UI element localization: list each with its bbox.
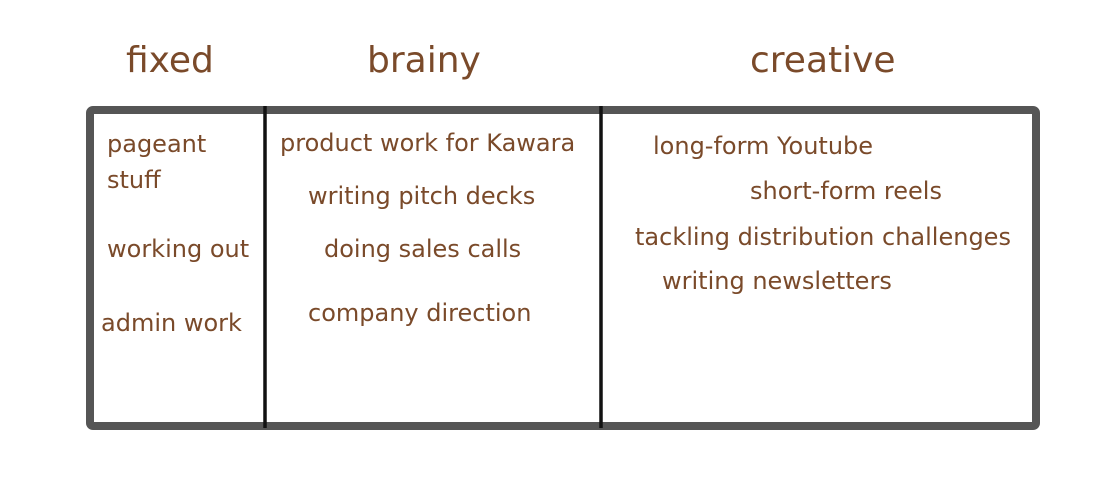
- column-heading-brainy: brainy: [367, 40, 481, 81]
- list-item: pageant stuff: [107, 130, 207, 194]
- list-item: working out: [107, 235, 250, 263]
- list-item: short-form reels: [750, 177, 942, 205]
- list-item: admin work: [101, 309, 242, 337]
- list-item: doing sales calls: [324, 235, 522, 263]
- outer-border: [86, 106, 1040, 430]
- list-item: product work for Kawara: [280, 129, 576, 157]
- list-item: tackling distribution challenges: [635, 223, 1011, 251]
- list-item: writing pitch decks: [308, 182, 536, 210]
- list-item: company direction: [308, 299, 532, 327]
- list-item: long-form Youtube: [653, 132, 874, 160]
- column-heading-creative: creative: [750, 40, 896, 81]
- column-heading-fixed: fixed: [126, 40, 214, 81]
- list-item: writing newsletters: [662, 267, 892, 295]
